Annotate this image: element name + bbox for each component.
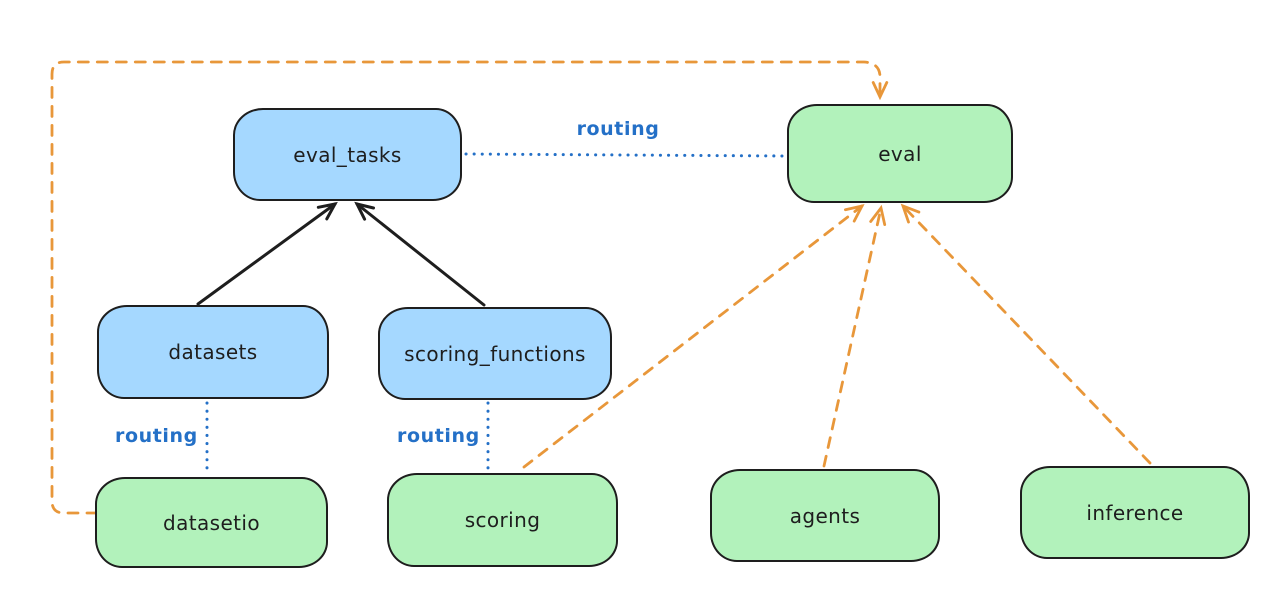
arrowhead-datasetio-eval [871,81,889,101]
arrowhead-scoringfunctions-evaltasks [354,201,375,221]
edge-routing-evaltasks-eval [464,152,786,158]
arrowhead-inference-eval [900,203,921,224]
node-eval: eval [787,104,1013,203]
node-datasets-label: datasets [168,340,258,364]
node-inference-label: inference [1086,500,1184,525]
node-eval-tasks-label: eval_tasks [293,142,402,167]
node-datasetio-label: datasetio [162,510,260,535]
arrowhead-agents-eval [869,204,887,226]
arrowhead-datasets-evaltasks [316,201,338,221]
node-eval-label: eval [878,141,922,166]
node-scoring-functions: scoring_functions [378,307,612,400]
node-eval-tasks: eval_tasks [233,108,462,201]
node-scoring-label: scoring [464,508,541,532]
edge-inference-eval [901,204,1152,465]
edge-agents-eval [822,206,883,468]
node-agents: agents [710,469,940,562]
node-datasetio: datasetio [95,477,328,568]
edge-label-routing-scoring: routing [397,425,480,447]
edge-label-routing-top: routing [576,118,660,140]
node-scoring-functions-label: scoring_functions [404,341,586,366]
edge-label-routing-datasets: routing [115,425,198,447]
edge-scoringfunctions-evaltasks [355,202,486,307]
node-datasets: datasets [97,305,329,399]
edge-datasetio-eval [50,60,882,515]
node-inference: inference [1020,466,1250,559]
edge-datasets-evaltasks [196,202,337,306]
arrowhead-scoring-eval [844,203,865,223]
node-scoring: scoring [387,473,618,567]
node-agents-label: agents [789,503,861,528]
edge-scoring-eval [522,204,864,469]
